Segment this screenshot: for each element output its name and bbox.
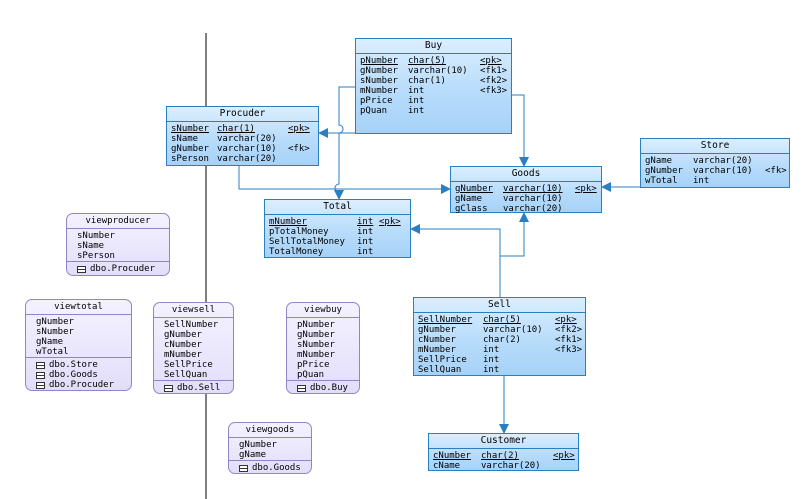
entity-title: Customer xyxy=(429,434,578,449)
view-column: sNumber xyxy=(36,327,74,337)
view-source-table: dbo.Sell xyxy=(164,383,233,393)
connector-buy-total xyxy=(334,86,356,200)
connector-sell-goods xyxy=(500,212,529,257)
view-column: sNumber xyxy=(77,231,115,241)
view-column: gNumber xyxy=(239,440,277,450)
table-icon xyxy=(77,265,86,273)
view-source-table: dbo.Buy xyxy=(297,383,359,393)
view-viewgoods[interactable]: viewgoods gNumber gName dbo.Goods xyxy=(228,422,312,474)
view-title: viewtotal xyxy=(26,300,131,315)
entity-title: Buy xyxy=(356,39,511,54)
view-column: SellQuan xyxy=(164,370,208,380)
entity-title: Store xyxy=(641,139,789,154)
view-viewproducer[interactable]: viewproducer sNumber sName sPerson dbo.P… xyxy=(66,213,170,276)
entity-title: Procuder xyxy=(167,107,318,122)
view-column: sPerson xyxy=(77,251,115,261)
view-column: gNumber xyxy=(164,330,202,340)
view-column: SellNumber xyxy=(164,320,219,330)
view-source-table: dbo.Goods xyxy=(36,370,131,380)
view-source-table: dbo.Goods xyxy=(239,463,311,473)
view-column: mNumber xyxy=(164,350,202,360)
entity-title: Sell xyxy=(414,298,585,313)
view-source-table: dbo.Store xyxy=(36,360,131,370)
view-title: viewbuy xyxy=(287,303,359,318)
view-viewtotal[interactable]: viewtotal gNumber sNumber gName wTotal d… xyxy=(25,299,132,391)
connector-buy-goods xyxy=(512,94,529,167)
view-title: viewproducer xyxy=(67,214,169,229)
view-viewsell[interactable]: viewsell SellNumber gNumber cNumber mNum… xyxy=(153,302,234,394)
view-column: cNumber xyxy=(164,340,202,350)
connector-procuder-goods xyxy=(238,165,451,194)
view-source-table: dbo.Procuder xyxy=(36,380,131,390)
table-icon xyxy=(239,464,248,472)
view-column: sName xyxy=(77,241,105,251)
view-column: gNumber xyxy=(297,330,335,340)
entity-title: Goods xyxy=(451,167,601,182)
view-title: viewgoods xyxy=(229,423,311,438)
connector-sell-total xyxy=(410,224,501,297)
view-column: pQuan xyxy=(297,370,325,380)
view-viewbuy[interactable]: viewbuy pNumber gNumber sNumber mNumber … xyxy=(286,302,360,394)
view-source-table: dbo.Procuder xyxy=(77,264,169,274)
view-column: pPrice xyxy=(297,360,330,370)
view-column: pNumber xyxy=(297,320,335,330)
view-title: viewsell xyxy=(154,303,233,318)
view-column: mNumber xyxy=(297,350,335,360)
view-column: gNumber xyxy=(36,317,74,327)
table-icon xyxy=(297,384,306,392)
view-column: SellPrice xyxy=(164,360,213,370)
table-icon xyxy=(36,381,45,389)
view-column: wTotal xyxy=(36,347,69,357)
table-icon xyxy=(36,361,45,369)
view-column: gName xyxy=(36,337,64,347)
view-column: gName xyxy=(239,450,267,460)
view-column: sNumber xyxy=(297,340,335,350)
entity-title: Total xyxy=(265,200,410,215)
table-icon xyxy=(36,371,45,379)
table-icon xyxy=(164,384,173,392)
